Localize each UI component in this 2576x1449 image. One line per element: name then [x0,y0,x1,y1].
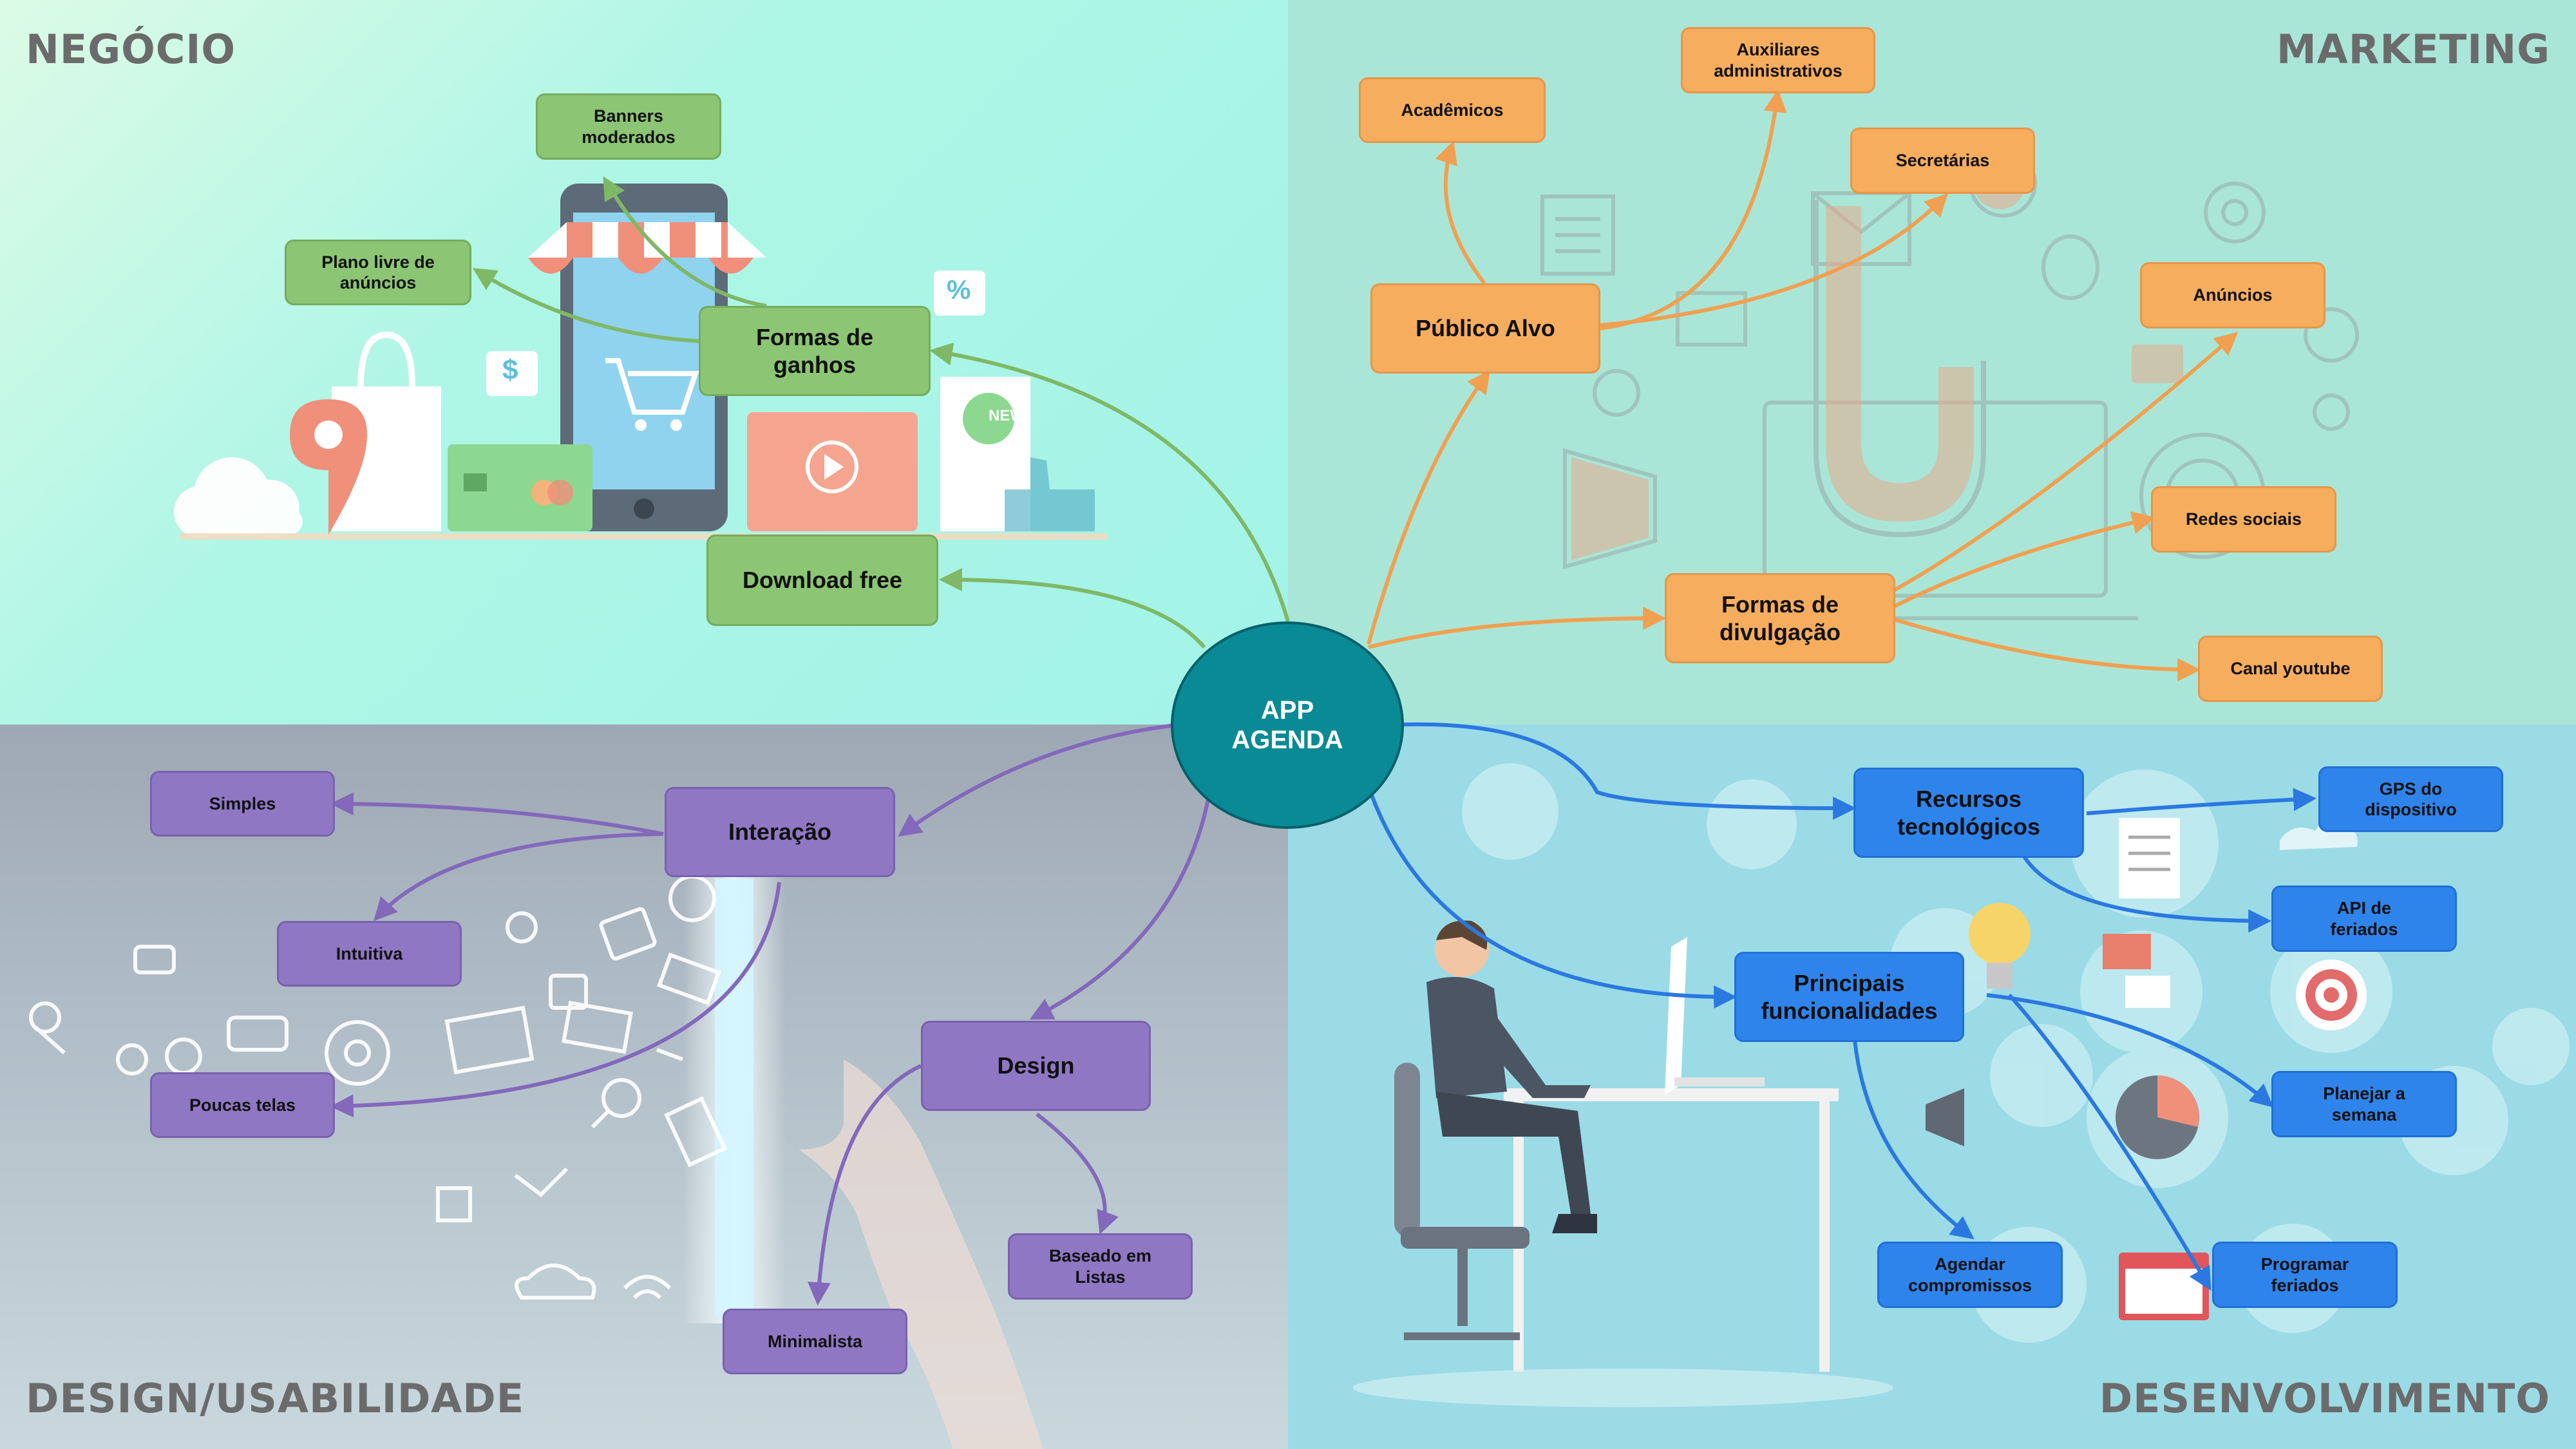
negocio-illustration [174,184,1108,540]
node-poucas-telas[interactable]: Poucas telas [150,1072,335,1138]
node-download-free[interactable]: Download free [706,535,938,626]
dollar-badge-text: $ [502,354,518,386]
center-line-2: AGENDA [1231,726,1343,754]
programar-line2: feriados [2271,1275,2339,1295]
gps-line1: GPS do [2379,779,2443,799]
plano-livre-line2: anúncios [339,273,417,292]
quadrant-title-design: DESIGN/USABILIDADE [26,1375,525,1422]
plano-livre-line1: Plano livre de [321,252,435,272]
banners-line2: moderados [582,127,676,147]
principais-line1: Principais [1794,969,1905,996]
node-simples[interactable]: Simples [150,771,335,837]
agendar-line1: Agendar [1935,1255,2005,1274]
center-line-1: APP [1260,696,1314,724]
api-line2: feriados [2330,919,2398,939]
node-redes-sociais[interactable]: Redes sociais [2151,486,2336,553]
quadrant-title-negocio: NEGÓCIO [26,26,236,73]
baseado-listas-line2: Listas [1075,1267,1126,1287]
node-anuncios[interactable]: Anúncios [2140,262,2325,328]
design-illustration [29,873,1043,1449]
recursos-line1: Recursos [1915,785,2022,812]
auxiliares-line2: administrativos [1714,61,1842,80]
baseado-listas-line1: Baseado em [1048,1246,1152,1266]
gps-line2: dispositivo [2365,800,2457,819]
center-node[interactable]: APP AGENDA [1171,621,1404,829]
node-canal-youtube[interactable]: Canal youtube [2198,636,2383,702]
auxiliares-line1: Auxiliares [1736,40,1820,60]
formas-divulgacao-line2: divulgação [1719,619,1841,645]
planejar-line1: Planejar a [2323,1084,2405,1104]
percent-badge-text: % [947,274,971,305]
node-publico-alvo[interactable]: Público Alvo [1370,283,1600,374]
formas-ganhos-line1: Formas de [755,323,874,350]
new-badge-text: NEW [989,407,1025,424]
node-academicos[interactable]: Acadêmicos [1359,77,1546,143]
marketing-illustration [1540,149,2359,620]
principais-line2: funcionalidades [1761,998,1938,1024]
node-secretarias[interactable]: Secretárias [1850,128,2035,194]
api-line1: API de [2336,898,2391,918]
recursos-line2: tecnológicos [1897,813,2041,840]
node-interacao[interactable]: Interação [665,787,895,877]
node-intuitiva[interactable]: Intuitiva [277,921,462,987]
programar-line1: Programar [2260,1255,2349,1274]
agendar-line2: compromissos [1908,1275,2032,1295]
node-design[interactable]: Design [921,1021,1151,1111]
formas-divulgacao-line1: Formas de [1721,591,1839,618]
planejar-line2: semana [2331,1104,2397,1124]
node-minimalista[interactable]: Minimalista [723,1309,907,1374]
formas-ganhos-line2: ganhos [773,352,856,378]
quadrant-title-desenvolvimento: DESENVOLVIMENTO [2099,1375,2550,1422]
banners-line1: Banners [593,106,664,126]
quadrant-title-marketing: MARKETING [2277,26,2550,73]
